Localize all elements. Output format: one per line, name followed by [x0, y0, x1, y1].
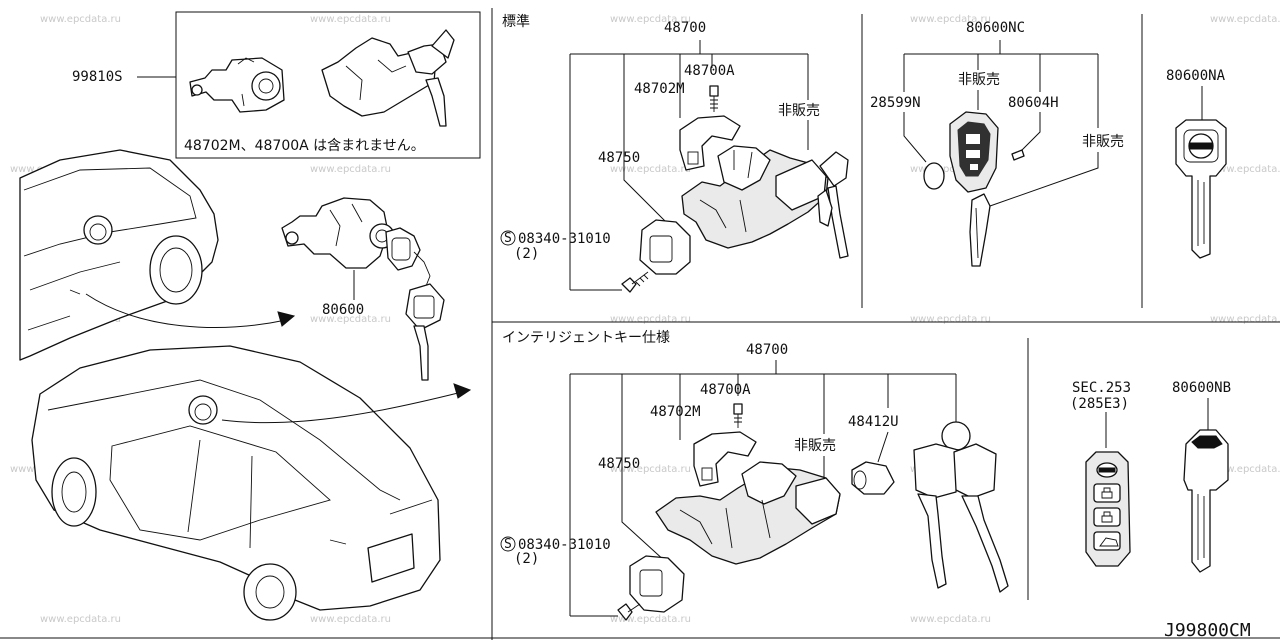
kit-note: 48702M、48700A は含まれません。 — [184, 138, 425, 154]
kit-box — [175, 11, 481, 159]
watermark-text: www.epcdata.ru — [1210, 14, 1280, 25]
ks-screw-drawing — [1011, 149, 1025, 161]
int-48700a-label: 48700A — [700, 382, 751, 398]
ks-fob-drawing — [949, 111, 999, 193]
int-not-sold-label: 非販売 — [794, 438, 836, 454]
watermark-text: www.epcdata.ru — [610, 464, 691, 475]
ks-battery-label: 28599N — [870, 95, 921, 111]
sec-sub-label: (285E3) — [1070, 396, 1129, 412]
bolt-s-glyph: S — [504, 537, 512, 552]
std-48750-label: 48750 — [598, 150, 640, 166]
kit-cylinder-drawing — [189, 57, 285, 113]
int-48702m-label: 48702M — [650, 404, 701, 420]
watermark-text: www.epcdata.ru — [610, 14, 691, 25]
bolt-symbol-int — [500, 536, 516, 552]
sec-253-section: SEC.253 (285E3) — [1070, 380, 1131, 567]
arrow-top — [85, 293, 296, 328]
std-48700a-label: 48700A — [684, 63, 735, 79]
int-48412u-leader — [877, 431, 889, 463]
watermark-text: www.epcdata.ru — [40, 614, 121, 625]
blank-key-nb-section: 80600NB — [1172, 380, 1231, 573]
int-48750-drawing — [629, 555, 685, 613]
int-48412u-drawing — [851, 461, 895, 495]
std-48700a-drawing — [709, 85, 719, 112]
na-part-number: 80600NA — [1166, 68, 1226, 84]
kit-99810s-group: 99810S 48702M、48700A は含まれません。 — [72, 11, 481, 159]
ks-blade-drawing — [969, 193, 991, 267]
ks-screw-label: 80604H — [1008, 95, 1059, 111]
ks-not-sold-2: 非販売 — [1082, 134, 1124, 150]
watermark-text: www.epcdata.ru — [310, 314, 391, 325]
car-top-drawing — [19, 149, 219, 361]
smart-key-fob-drawing — [1085, 451, 1131, 567]
ks-part-number: 80600NC — [966, 20, 1025, 36]
ks-battery-drawing — [923, 162, 945, 190]
watermark-text: www.epcdata.ru — [910, 614, 991, 625]
ks-not-sold-1: 非販売 — [958, 72, 1000, 88]
lock-assy-80600-drawing — [281, 197, 445, 381]
watermark-text: www.epcdata.ru — [610, 164, 691, 175]
int-48412u-label: 48412U — [848, 414, 899, 430]
standard-heading: 標準 — [502, 14, 530, 30]
watermark-text: www.epcdata.ru — [1210, 464, 1280, 475]
int-lockbody-drawing — [655, 461, 841, 565]
int-bolt-qty: (2) — [514, 551, 539, 567]
nb-key-drawing — [1183, 429, 1229, 573]
watermark-text: www.epcdata.ru — [910, 314, 991, 325]
std-bolt-label: 08340-31010 — [518, 231, 611, 247]
std-keys-drawing — [817, 151, 849, 259]
std-bolt-drawing — [621, 271, 649, 293]
bolt-s-glyph: S — [504, 231, 512, 246]
car-bottom-drawing — [31, 345, 441, 621]
sec-label: SEC.253 — [1072, 380, 1131, 396]
bolt-symbol-std — [500, 230, 516, 246]
watermark-text: www.epcdata.ru — [610, 614, 691, 625]
nb-part-number: 80600NB — [1172, 380, 1231, 396]
int-48700a-drawing — [733, 403, 743, 428]
key-set-80600nc-section: 80600NC 28599N 非販売 80604H 非販売 — [870, 20, 1124, 267]
watermark-text: www.epcdata.ru — [1210, 164, 1280, 175]
int-cover-drawing — [693, 431, 757, 487]
std-48750-drawing — [639, 219, 691, 275]
lock-assy-part-number: 80600 — [322, 302, 364, 318]
std-48702m-label: 48702M — [634, 81, 685, 97]
watermark-text: www.epcdata.ru — [610, 314, 691, 325]
watermark-text: www.epcdata.ru — [310, 164, 391, 175]
watermark-text: www.epcdata.ru — [40, 14, 121, 25]
watermark-text: www.epcdata.ru — [910, 14, 991, 25]
na-key-drawing — [1175, 119, 1227, 259]
watermark-text: www.epcdata.ru — [1210, 314, 1280, 325]
panel-dividers — [0, 8, 1280, 640]
intelligent-section: インテリジェントキー仕様 48700 48700A 48702M 非販売 484… — [500, 330, 1009, 621]
int-keys-drawing — [913, 421, 1009, 593]
kit-lockbody-drawing — [321, 29, 455, 127]
blank-key-na-section: 80600NA — [1166, 68, 1227, 259]
int-bolt-drawing — [617, 603, 641, 621]
intelligent-heading: インテリジェントキー仕様 — [502, 330, 670, 346]
std-cover-drawing — [679, 115, 741, 171]
int-48750-label: 48750 — [598, 456, 640, 472]
diagram-code: J99800CM — [1164, 620, 1251, 640]
arrow-bottom — [221, 383, 472, 424]
watermark-text: www.epcdata.ru — [910, 164, 991, 175]
std-48700-label: 48700 — [664, 20, 706, 36]
standard-section: 標準 48700 48700A 48702M 非販売 48750 S 08340… — [500, 14, 849, 293]
std-bolt-qty: (2) — [514, 246, 539, 262]
std-not-sold-label: 非販売 — [778, 103, 820, 119]
watermark-text: www.epcdata.ru — [310, 14, 391, 25]
kit-part-number: 99810S — [72, 69, 123, 85]
watermark-text: www.epcdata.ru — [310, 614, 391, 625]
int-bolt-label: 08340-31010 — [518, 537, 611, 553]
int-48700-label: 48700 — [746, 342, 788, 358]
